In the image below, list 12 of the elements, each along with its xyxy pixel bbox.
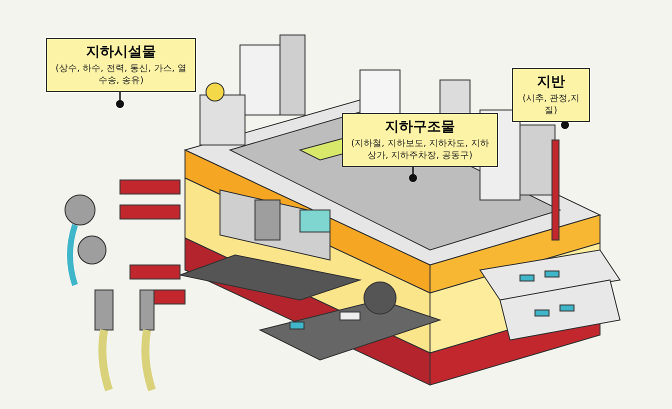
callout-title: 지반 — [536, 73, 566, 91]
callout-title: 지하시설물 — [85, 43, 157, 61]
callout-text: (지하철, 지하보도, 지하차도, 지하상가, 지하주차장, 공동구) — [350, 138, 490, 162]
leader-line — [116, 92, 124, 108]
callout-box — [342, 113, 498, 167]
leader-line — [561, 121, 569, 129]
callout-text: (시추, 관정,지질) — [521, 93, 581, 117]
callout-box — [512, 68, 590, 122]
callout-title: 지하구조물 — [384, 118, 456, 136]
callout-text: (상수, 하수, 전력, 통신, 가스, 열수송, 송유) — [54, 63, 188, 87]
leader-line — [409, 167, 417, 182]
callout-box — [46, 38, 196, 92]
